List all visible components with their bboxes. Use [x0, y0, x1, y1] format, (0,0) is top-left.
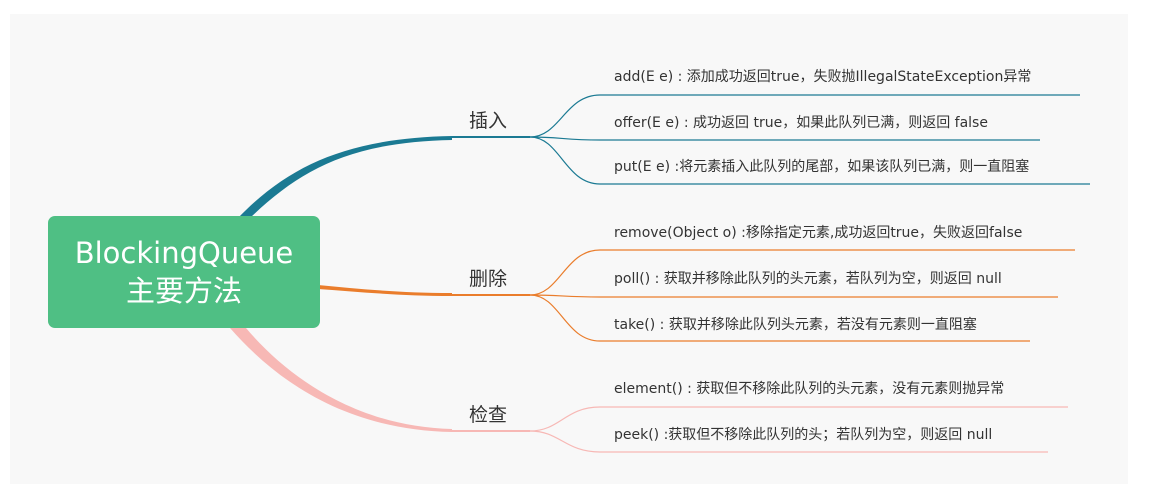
- leaf-delete-remove: remove(Object o) :移除指定元素,成功返回true，失败返回fa…: [614, 225, 1023, 241]
- leaf-connector-check-1: [529, 406, 1068, 432]
- branch-connector-check: [230, 328, 452, 432]
- leaf-delete-poll: poll() : 获取并移除此队列的头元素，若队列为空，则返回 null: [614, 271, 1002, 287]
- leaf-delete-take: take() : 获取并移除此队列头元素，若没有元素则一直阻塞: [614, 317, 977, 333]
- root-subtitle: 主要方法: [125, 274, 242, 308]
- leaf-check-element: element() : 获取但不移除此队列的头元素，没有元素则抛异常: [614, 381, 1005, 397]
- branch-label-delete: 删除: [469, 268, 508, 290]
- branch-connector-insert: [238, 136, 452, 218]
- root-title: BlockingQueue: [74, 236, 294, 270]
- branch-label-insert: 插入: [469, 110, 508, 132]
- branch-label-check: 检查: [469, 404, 508, 426]
- leaf-connector-insert-1: [529, 94, 1080, 138]
- leaf-connector-insert-2: [529, 136, 1040, 141]
- leaf-check-peek: peek() :获取但不移除此队列的头；若队列为空，则返回 null: [614, 427, 993, 443]
- leaf-connector-insert-3: [529, 136, 1090, 185]
- leaf-connector-delete-3: [529, 294, 1030, 342]
- branch-connector-delete: [318, 285, 452, 296]
- root-node: BlockingQueue 主要方法: [48, 216, 320, 328]
- leaf-connector-delete-2: [529, 294, 1058, 298]
- leaf-insert-add: add(E e) : 添加成功返回true，失败抛IllegalStateExc…: [614, 69, 1032, 85]
- leaf-insert-put: put(E e) :将元素插入此队列的尾部，如果该队列已满，则一直阻塞: [614, 159, 1030, 175]
- leaf-connector-delete-1: [529, 249, 1075, 296]
- leaf-connector-check-2: [529, 430, 1048, 453]
- leaf-insert-offer: offer(E e) : 成功返回 true，如果此队列已满，则返回 false: [614, 115, 988, 131]
